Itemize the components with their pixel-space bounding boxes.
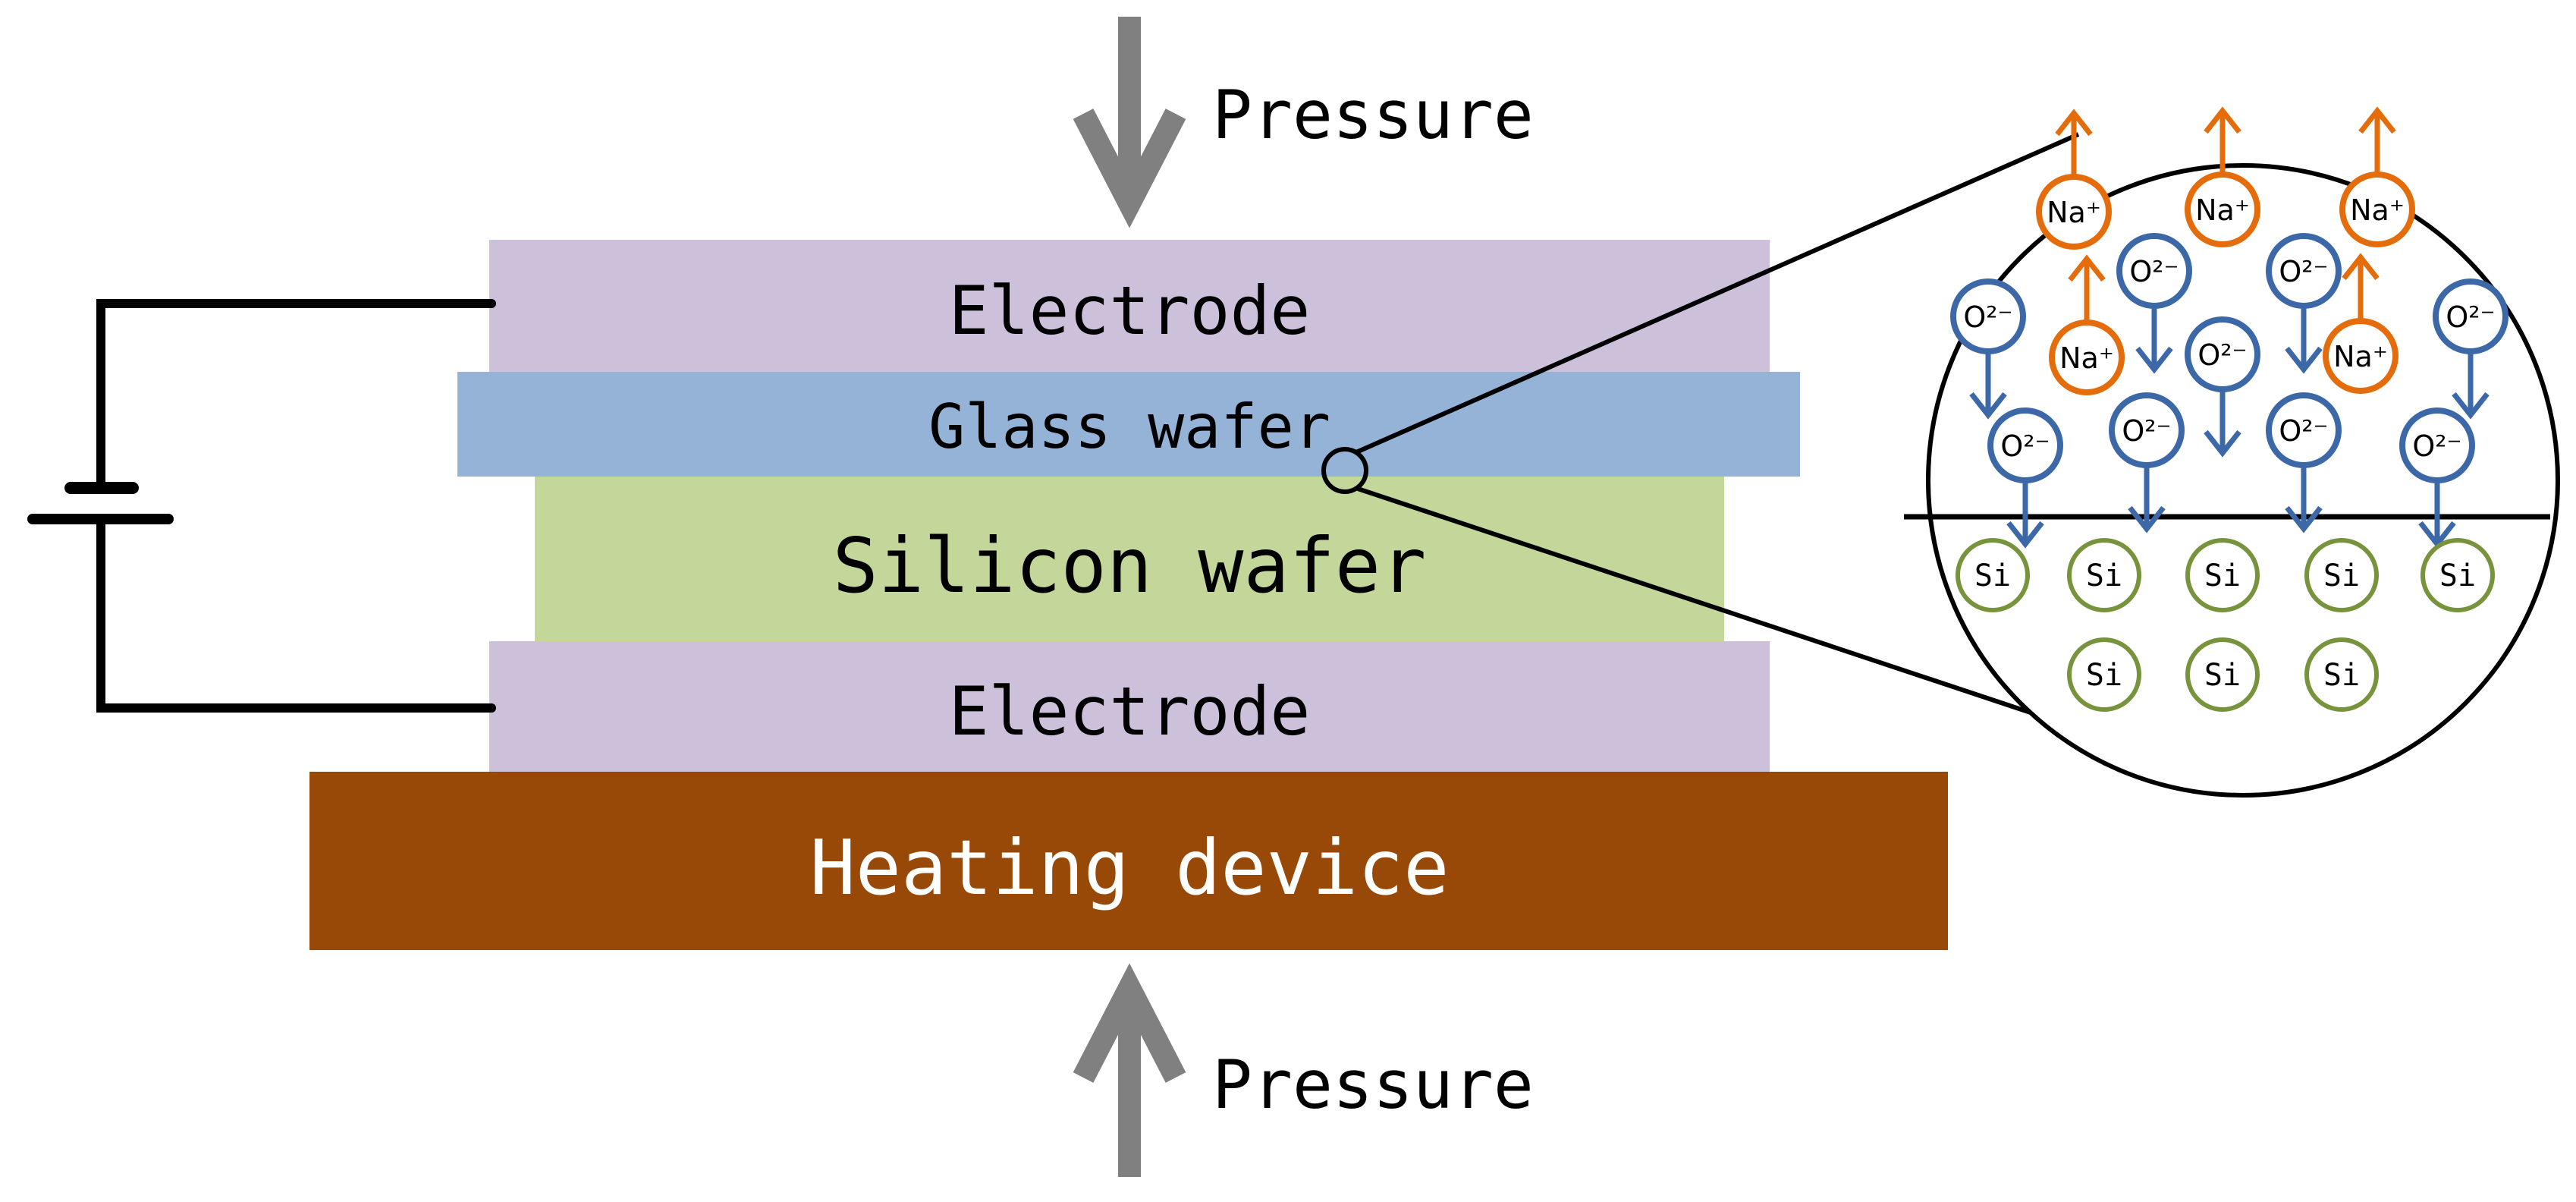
silicon-atom: Si [2185, 637, 2260, 712]
oxygen-ion: O²⁻ [2266, 392, 2342, 533]
sodium-ion: Na⁺ [2185, 106, 2260, 247]
svg-text:Si: Si [2439, 559, 2476, 593]
pressure-arrow-bottom-head [1073, 963, 1186, 1083]
svg-text:O²⁻: O²⁻ [2129, 255, 2179, 288]
svg-text:O²⁻: O²⁻ [1963, 300, 2012, 334]
svg-text:O²⁻: O²⁻ [2446, 300, 2495, 334]
pressure-label-bottom: Pressure [1212, 1046, 1534, 1124]
heating-device [309, 772, 1948, 950]
electrode-bottom-label: Electrode [949, 672, 1311, 750]
silicon-atom: Si [2304, 538, 2379, 612]
silicon-atom: Si [2067, 637, 2141, 712]
silicon-wafer [535, 476, 1724, 641]
oxygen-ion: O²⁻ [2399, 407, 2475, 549]
svg-text:Si: Si [2323, 658, 2360, 693]
zoom-line-upper [1355, 132, 2080, 455]
sodium-ion: Na⁺ [2049, 254, 2125, 395]
sodium-ion: Na⁺ [2339, 106, 2415, 247]
oxygen-ion: O²⁻ [2109, 392, 2185, 533]
svg-text:Si: Si [2086, 658, 2122, 693]
svg-text:O²⁻: O²⁻ [2197, 338, 2247, 372]
svg-text:Na⁺: Na⁺ [2350, 194, 2405, 227]
zoom-line-lower [1357, 486, 2075, 729]
silicon-atom: Si [2067, 538, 2141, 612]
oxygen-ion: O²⁻ [2185, 316, 2260, 458]
circuit-wires [96, 299, 496, 713]
svg-text:Si: Si [1974, 559, 2011, 593]
svg-text:O²⁻: O²⁻ [2122, 414, 2171, 448]
svg-text:Na⁺: Na⁺ [2047, 196, 2101, 229]
pressure-arrow-bottom-shaft [1118, 1004, 1141, 1177]
electrode-top-label: Electrode [949, 272, 1311, 350]
silicon-atom: Si [2185, 538, 2260, 612]
silicon-wafer-label: Silicon wafer [833, 521, 1427, 610]
svg-text:O²⁻: O²⁻ [2412, 430, 2461, 463]
svg-text:Si: Si [2323, 559, 2360, 593]
silicon-atom: Si [2420, 538, 2495, 612]
sodium-ion: Na⁺ [2036, 109, 2112, 250]
glass-wafer [457, 372, 1800, 477]
svg-text:O²⁻: O²⁻ [2279, 255, 2328, 288]
oxygen-ion: O²⁻ [2116, 233, 2192, 374]
pressure-arrow-bottom [1073, 963, 1186, 1177]
zoom-source-circle [1321, 447, 1368, 494]
sodium-ion: Na⁺ [2323, 253, 2399, 394]
silicon-atom: Si [2304, 637, 2379, 712]
svg-text:Si: Si [2204, 658, 2241, 693]
svg-text:Na⁺: Na⁺ [2333, 340, 2388, 373]
battery-symbol [27, 482, 174, 524]
oxygen-ion: O²⁻ [1950, 278, 2026, 420]
pressure-label-top: Pressure [1212, 76, 1534, 154]
pressure-arrow-top [1073, 17, 1186, 228]
electrode-top [489, 240, 1770, 373]
svg-text:Na⁺: Na⁺ [2059, 341, 2114, 375]
magnified-view: Na⁺ Na⁺ Na⁺ Na⁺ Na⁺ O²⁻ O²⁻ O²⁻ O²⁻ O²⁻ O²⁻ O²⁻ O²⁻ O… [1904, 106, 2560, 798]
heating-device-label: Heating device [810, 823, 1450, 912]
electrode-bottom [489, 641, 1770, 772]
silicon-atom: Si [1956, 538, 2030, 612]
svg-text:Si: Si [2086, 559, 2122, 593]
pressure-arrow-top-shaft [1118, 17, 1141, 187]
svg-text:O²⁻: O²⁻ [2000, 430, 2050, 463]
svg-text:O²⁻: O²⁻ [2279, 414, 2328, 448]
ions-layer: Na⁺ Na⁺ Na⁺ Na⁺ Na⁺ O²⁻ O²⁻ O²⁻ O²⁻ O²⁻ O²⁻ O²⁻ O²⁻ O… [1950, 106, 2508, 712]
svg-text:Si: Si [2204, 559, 2241, 593]
pressure-arrow-top-head [1073, 109, 1186, 228]
oxygen-ion: O²⁻ [2266, 233, 2342, 374]
glass-wafer-label: Glass wafer [928, 392, 1330, 462]
oxygen-ion: O²⁻ [2433, 278, 2508, 420]
oxygen-ion: O²⁻ [1987, 407, 2063, 549]
svg-text:Na⁺: Na⁺ [2195, 194, 2250, 227]
